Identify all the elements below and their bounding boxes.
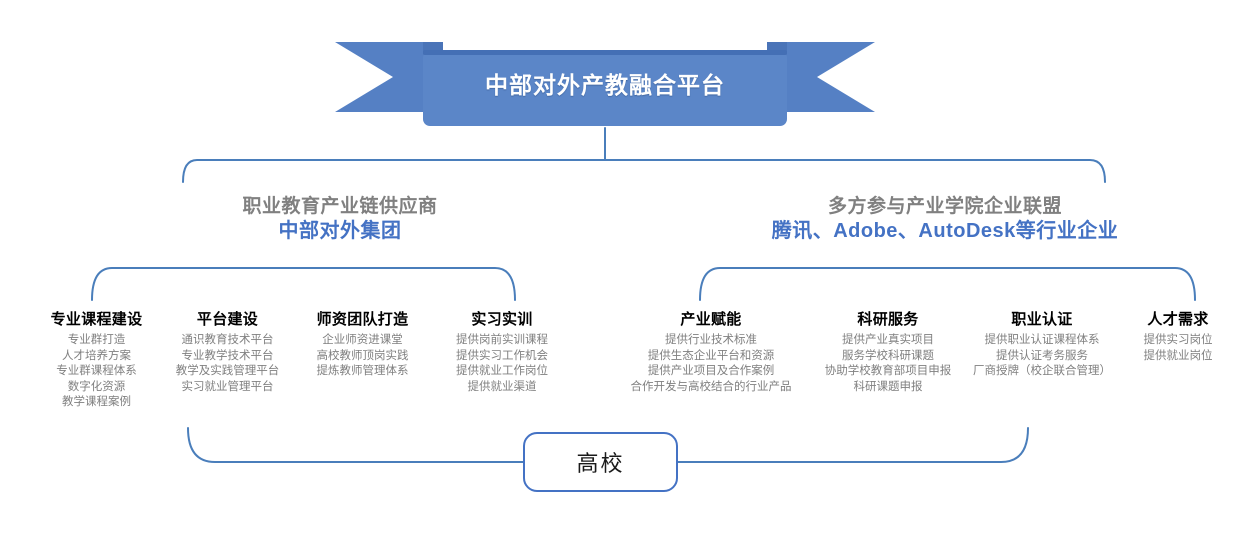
pillar-item-list: 提供行业技术标准提供生态企业平台和资源提供产业项目及合作案例合作开发与高校结合的…: [600, 333, 822, 395]
pillar-item-list: 提供产业真实项目服务学校科研课题协助学校教育部项目申报科研课题申报: [798, 333, 978, 395]
pillar-item-list: 提供职业认证课程体系提供认证考务服务厂商授牌（校企联合管理）: [952, 333, 1132, 380]
pillar-item: 专业教学技术平台: [181, 349, 274, 362]
pillar-item: 合作开发与高校结合的行业产品: [630, 380, 792, 393]
pillar-item-list: 提供岗前实训课程提供实习工作机会提供就业工作岗位提供就业渠道: [432, 333, 572, 395]
pillar-item: 提供认证考务服务: [996, 349, 1088, 362]
pillar-title: 师资团队打造: [316, 311, 409, 328]
pillar-title: 产业赋能: [680, 311, 742, 328]
pillar-item-list: 专业群打造人才培养方案专业群课程体系数字化资源教学课程案例: [24, 333, 169, 411]
pillar-item: 提供就业岗位: [1143, 349, 1213, 362]
pillar-item: 提供实习岗位: [1143, 334, 1213, 346]
wire-left-group-bracket: [91, 267, 516, 301]
pillar-item: 科研课题申报: [853, 380, 923, 393]
pillar-item: 协助学校教育部项目申报: [824, 365, 952, 377]
pillar-item: 提供产业项目及合作案例: [647, 365, 775, 377]
pillar-title: 实习实训: [471, 311, 533, 328]
pillar-item: 人才培养方案: [62, 349, 131, 362]
pillar-column: 科研服务 提供产业真实项目服务学校科研课题协助学校教育部项目申报科研课题申报: [798, 308, 978, 395]
wire-right-group-bracket: [699, 267, 1196, 301]
pillar-item: 数字化资源: [67, 380, 126, 393]
pillar-item: 专业群打造: [67, 334, 126, 346]
pillar-item: 提炼教师管理体系: [316, 365, 409, 377]
pillar-item-list: 通识教育技术平台专业教学技术平台教学及实践管理平台实习就业管理平台: [160, 333, 295, 395]
group-right-role: 多方参与产业学院企业联盟: [827, 196, 1062, 217]
pillar-column: 师资团队打造 企业师资进课堂高校教师顶岗实践提炼教师管理体系: [290, 308, 435, 380]
pillar-item: 提供岗前实训课程: [456, 334, 548, 346]
pillar-item: 提供生态企业平台和资源: [647, 349, 775, 362]
pillar-item: 提供实习工作机会: [456, 349, 548, 362]
pillar-title: 科研服务: [857, 311, 919, 328]
pillar-item: 厂商授牌（校企联合管理）: [973, 365, 1111, 377]
pillar-column: 人才需求 提供实习岗位提供就业岗位: [1118, 308, 1238, 364]
pillar-title: 平台建设: [196, 311, 259, 328]
group-left-name: 中部对外集团: [278, 219, 402, 242]
pillar-item: 教学课程案例: [62, 396, 131, 408]
wire-bottom-right-hook: [675, 427, 1029, 463]
pillar-item: 提供就业渠道: [467, 380, 537, 393]
pillar-column: 平台建设 通识教育技术平台专业教学技术平台教学及实践管理平台实习就业管理平台: [160, 308, 295, 395]
pillar-column: 专业课程建设 专业群打造人才培养方案专业群课程体系数字化资源教学课程案例: [24, 308, 169, 411]
group-header-left: 职业教育产业链供应商 中部对外集团: [130, 195, 550, 244]
pillar-item: 教学及实践管理平台: [175, 365, 280, 377]
bottom-node-university: 高校: [523, 432, 678, 492]
group-right-name: 腾讯、Adobe、AutoDesk等行业企业: [771, 219, 1119, 242]
pillar-column: 实习实训 提供岗前实训课程提供实习工作机会提供就业工作岗位提供就业渠道: [432, 308, 572, 395]
pillar-item-list: 企业师资进课堂高校教师顶岗实践提炼教师管理体系: [290, 333, 435, 380]
ribbon-tail-right: [767, 42, 875, 112]
pillar-title: 人才需求: [1147, 311, 1209, 328]
pillar-title: 专业课程建设: [50, 311, 143, 328]
group-header-right: 多方参与产业学院企业联盟 腾讯、Adobe、AutoDesk等行业企业: [690, 195, 1200, 244]
ribbon-face: [423, 50, 787, 126]
pillar-item: 企业师资进课堂: [322, 334, 403, 346]
pillar-item: 提供职业认证课程体系: [984, 334, 1100, 346]
pillar-item: 提供产业真实项目: [842, 334, 934, 346]
pillar-title: 职业认证: [1011, 311, 1073, 328]
pillar-column: 职业认证 提供职业认证课程体系提供认证考务服务厂商授牌（校企联合管理）: [952, 308, 1132, 380]
pillar-item: 提供行业技术标准: [665, 334, 757, 346]
pillar-item: 服务学校科研课题: [842, 349, 934, 362]
pillar-item: 高校教师顶岗实践: [316, 349, 409, 362]
pillar-item: 实习就业管理平台: [181, 380, 274, 393]
pillar-item: 通识教育技术平台: [181, 334, 274, 346]
wire-bottom-left-hook: [187, 427, 526, 463]
group-left-role: 职业教育产业链供应商: [242, 196, 438, 217]
pillar-column: 产业赋能 提供行业技术标准提供生态企业平台和资源提供产业项目及合作案例合作开发与…: [600, 308, 822, 395]
pillar-item-list: 提供实习岗位提供就业岗位: [1118, 333, 1238, 364]
wire-top-bracket: [182, 159, 1106, 183]
pillar-item: 专业群课程体系: [56, 365, 137, 377]
ribbon-tail-left: [335, 42, 443, 112]
pillar-item: 提供就业工作岗位: [456, 365, 548, 377]
banner-ribbon: 中部对外产教融合平台: [335, 40, 875, 126]
ribbon-face-top-edge: [423, 50, 787, 55]
